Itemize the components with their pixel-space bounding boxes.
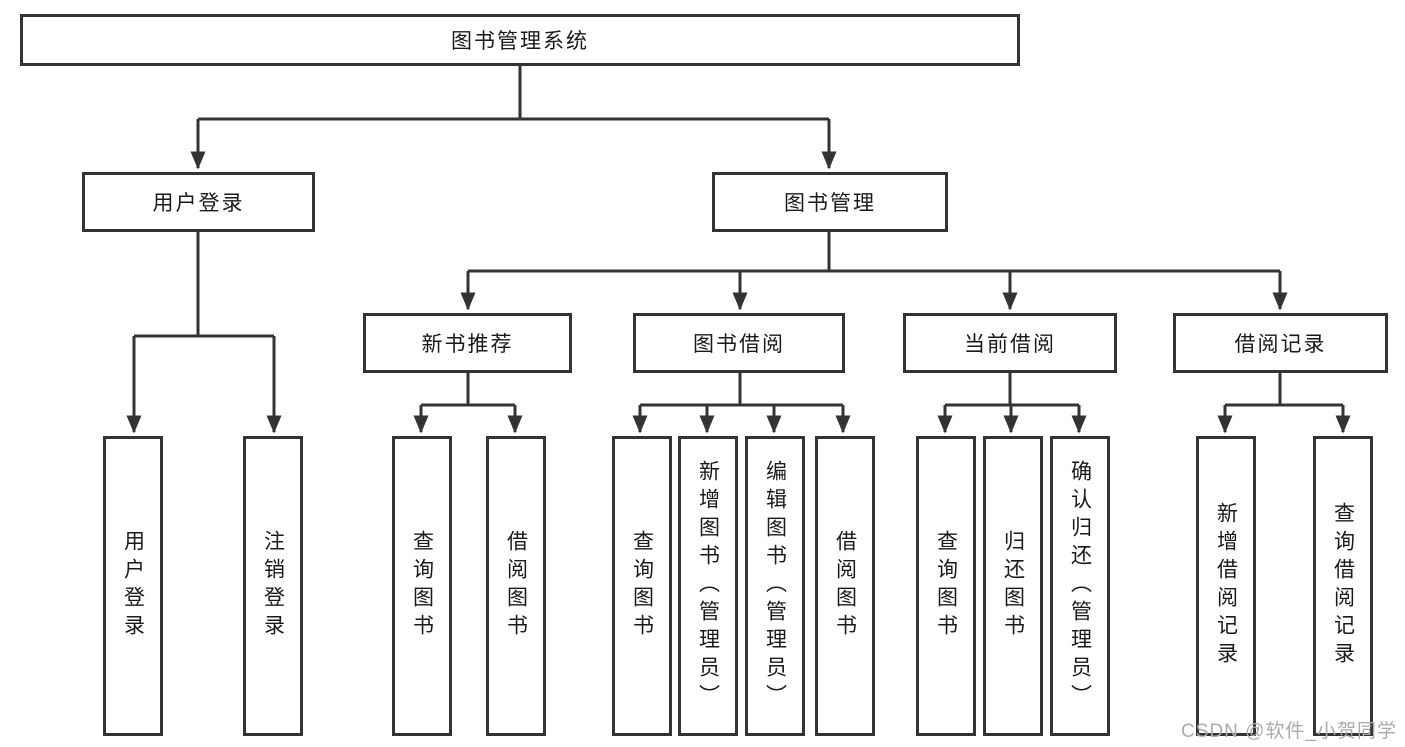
node-label: 借阅记录	[1234, 333, 1327, 356]
node-label: 查询图书	[410, 530, 434, 642]
node-book-management: 图书管理	[712, 172, 948, 232]
node-label: 借阅图书	[833, 530, 857, 642]
node-label: 图书管理	[784, 192, 876, 215]
node-library-management-system: 图书管理系统	[20, 14, 1020, 66]
leaf-edit-book-admin: 编辑图书（管理员）	[745, 436, 805, 736]
node-label: 编辑图书（管理员）	[763, 460, 787, 712]
node-label: 查询图书	[934, 530, 958, 642]
node-label: 注销登录	[261, 530, 285, 642]
node-label: 当前借阅	[964, 333, 1056, 356]
node-label: 用户登录	[152, 192, 245, 215]
leaf-user-login: 用户登录	[103, 436, 163, 736]
leaf-borrow-books-recommend: 借阅图书	[486, 436, 546, 736]
node-label: 新增借阅记录	[1214, 502, 1238, 670]
leaf-borrow-books-borrow: 借阅图书	[815, 436, 875, 736]
node-label: 用户登录	[121, 530, 145, 642]
leaf-logout: 注销登录	[243, 436, 303, 736]
node-user-login: 用户登录	[82, 172, 315, 232]
leaf-add-book-admin: 新增图书（管理员）	[678, 436, 738, 736]
node-label: 归还图书	[1001, 530, 1025, 642]
node-current-borrowing: 当前借阅	[903, 313, 1117, 373]
node-label: 图书借阅	[693, 333, 785, 356]
node-label: 查询图书	[630, 530, 654, 642]
leaf-query-books-current: 查询图书	[916, 436, 976, 736]
leaf-add-borrow-record: 新增借阅记录	[1196, 436, 1256, 736]
leaf-query-books-borrow: 查询图书	[612, 436, 672, 736]
node-label: 新书推荐	[421, 333, 514, 356]
node-new-book-recommendation: 新书推荐	[363, 313, 572, 373]
csdn-watermark: CSDN @软件_小贺同学	[1181, 721, 1397, 742]
node-book-borrowing: 图书借阅	[633, 313, 845, 373]
leaf-confirm-return-admin: 确认归还（管理员）	[1050, 436, 1110, 736]
node-label: 借阅图书	[504, 530, 528, 642]
node-label: 确认归还（管理员）	[1068, 460, 1092, 712]
leaf-query-books-recommend: 查询图书	[392, 436, 452, 736]
node-label: 新增图书（管理员）	[696, 460, 720, 712]
leaf-return-books: 归还图书	[983, 436, 1043, 736]
node-label: 查询借阅记录	[1331, 502, 1355, 670]
node-label: 图书管理系统	[451, 30, 589, 53]
node-borrowing-records: 借阅记录	[1173, 313, 1388, 373]
leaf-query-borrow-record: 查询借阅记录	[1313, 436, 1373, 736]
